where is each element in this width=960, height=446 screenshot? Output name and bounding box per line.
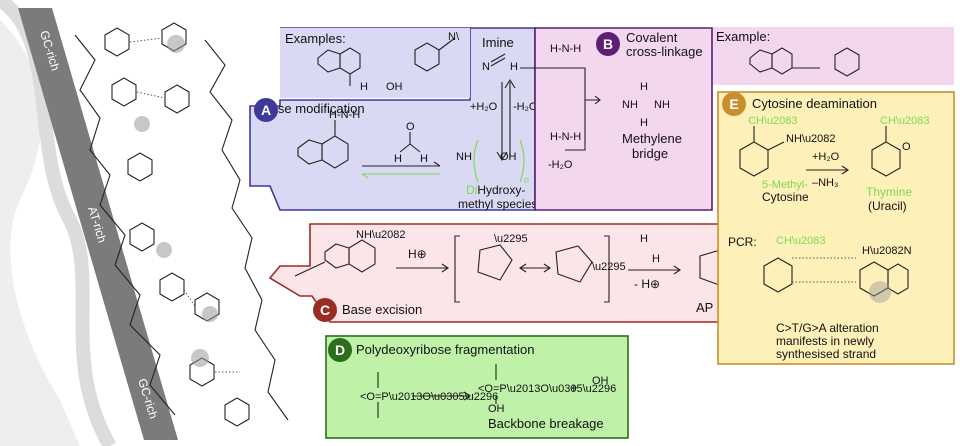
adenine-structure-c — [294, 239, 376, 277]
svg-text:O: O — [902, 141, 911, 153]
minus-water-label: -H₂O — [513, 101, 538, 113]
svg-text:NH\u2082: NH\u2082 — [786, 133, 836, 145]
svg-text:H: H — [640, 233, 648, 245]
minus-h-plus-label: - H⊕ — [634, 277, 660, 291]
svg-text:NH: NH — [456, 151, 472, 163]
panel-d: D Polydeoxyribose fragmentation <O=P\u20… — [325, 335, 629, 439]
svg-text:OH: OH — [500, 151, 517, 163]
panel-d-badge — [328, 338, 352, 362]
examples-label: Examples: — [285, 31, 346, 46]
methylene-label-line2: bridge — [632, 146, 668, 161]
panel-d-letter: D — [335, 342, 345, 358]
svg-text:CH\u2083: CH\u2083 — [776, 235, 826, 247]
svg-text:<O=P\u2013O\u0305\u2296: <O=P\u2013O\u0305\u2296 — [478, 383, 616, 395]
panel-b-example: Example: — [712, 27, 954, 85]
examples-structures — [317, 37, 456, 86]
fragmentation-title: Polydeoxyribose fragmentation — [356, 342, 535, 357]
svg-text:<O=P\u2013O\u0305\u2296: <O=P\u2013O\u0305\u2296 — [360, 391, 498, 403]
backbone-breakage-label: Backbone breakage — [488, 416, 604, 431]
svg-text:H\u2082N: H\u2082N — [862, 245, 912, 257]
sequence-strip: GC-rich AT-rich GC-rich — [18, 8, 178, 440]
panel-b-title-line2: cross-linkage — [626, 44, 703, 59]
svg-text:\u2295: \u2295 — [494, 233, 528, 245]
svg-text:H: H — [420, 153, 428, 165]
methyl-species-label: methyl species — [458, 197, 537, 211]
panel-b: B Covalent cross-linkage H-N-H H-N-H -H₂… — [520, 27, 713, 211]
panel-e-letter: E — [729, 96, 738, 112]
svg-text:H: H — [640, 81, 648, 93]
panel-b-title-line1: Covalent — [626, 30, 678, 45]
panel-b-letter: B — [603, 36, 613, 52]
svg-text:CH\u2083: CH\u2083 — [748, 115, 798, 127]
svg-text:H: H — [394, 153, 402, 165]
cytosine-label: Cytosine — [762, 190, 809, 204]
panel-a-letter: A — [261, 102, 271, 118]
example-label: Example: — [716, 29, 770, 44]
svg-text:NH: NH — [654, 99, 670, 111]
svg-text:OH: OH — [488, 403, 505, 415]
svg-text:H-N-H: H-N-H — [550, 43, 581, 55]
pcr-label: PCR: — [728, 235, 757, 249]
uracil-label: (Uracil) — [868, 199, 907, 213]
alteration-line1: C>T/G>A alteration — [776, 321, 879, 335]
e-plus-water: +H₂O — [812, 151, 840, 163]
panel-e-badge — [722, 92, 746, 116]
alteration-line3: synthesised strand — [776, 347, 876, 361]
svg-text:H: H — [360, 81, 368, 93]
examples-area — [280, 28, 470, 98]
adenine-structure — [297, 120, 349, 169]
methyl-green-label: 5-Methyl- — [762, 179, 808, 191]
panel-a-badge — [254, 98, 278, 122]
svg-text:NH: NH — [622, 99, 638, 111]
hydroxy-label: DiHydroxy- — [466, 183, 525, 197]
plus-sign: + — [570, 380, 578, 395]
alteration-line2: manifests in newly — [776, 334, 874, 348]
n-subscript: n — [524, 175, 529, 185]
panel-e: E Cytosine deamination CH\u2083 NH\u2082… — [717, 91, 955, 365]
methylcytosine-structure — [739, 126, 785, 177]
svg-text:OH: OH — [386, 81, 403, 93]
svg-text:N: N — [482, 61, 490, 73]
svg-text:\u2295: \u2295 — [592, 261, 626, 273]
svg-text:N\: N\ — [448, 31, 460, 43]
svg-text:H: H — [510, 61, 518, 73]
svg-text:O: O — [406, 121, 415, 133]
e-minus-nh3: –NH₃ — [812, 177, 839, 189]
base-modification-title: Base modification — [262, 101, 365, 116]
svg-text:H-N-H: H-N-H — [329, 109, 360, 121]
hydroxy-green-prefix: Di — [466, 183, 477, 197]
dna-strand-structures — [74, 22, 289, 427]
hydroxy-label-main: Hydroxy- — [477, 183, 525, 197]
svg-text:CH\u2083: CH\u2083 — [880, 115, 930, 127]
plus-water-label: +H₂O — [470, 101, 498, 113]
cytosine-deamination-title: Cytosine deamination — [752, 96, 877, 111]
thymine-label: Thymine — [866, 185, 912, 199]
panel-c-badge — [313, 298, 337, 322]
svg-text:OH: OH — [592, 375, 609, 387]
svg-text:H-N-H: H-N-H — [550, 131, 581, 143]
imine-label: Imine — [482, 35, 514, 50]
base-excision-title: Base excision — [342, 302, 422, 317]
methylene-label-line1: Methylene — [622, 131, 682, 146]
panel-a: Examples: H OH N\ Imine N H +H₂O -H₂O Ba… — [249, 27, 538, 211]
pcr-pair-structure — [763, 257, 909, 297]
formaldehyde-structure — [399, 132, 421, 153]
panel-b-minus-water: -H₂O — [548, 159, 573, 171]
svg-text:H: H — [652, 253, 660, 265]
svg-text:H: H — [640, 117, 648, 129]
panel-c: NH\u2082 H⊕ \u2295 \u2295 H H - H⊕ OH AP… — [268, 223, 757, 323]
h-plus-label: H⊕ — [408, 247, 427, 261]
panel-b-badge — [596, 32, 620, 56]
thymine-structure — [871, 126, 901, 177]
panel-c-letter: C — [320, 302, 330, 318]
svg-text:NH\u2082: NH\u2082 — [356, 229, 406, 241]
